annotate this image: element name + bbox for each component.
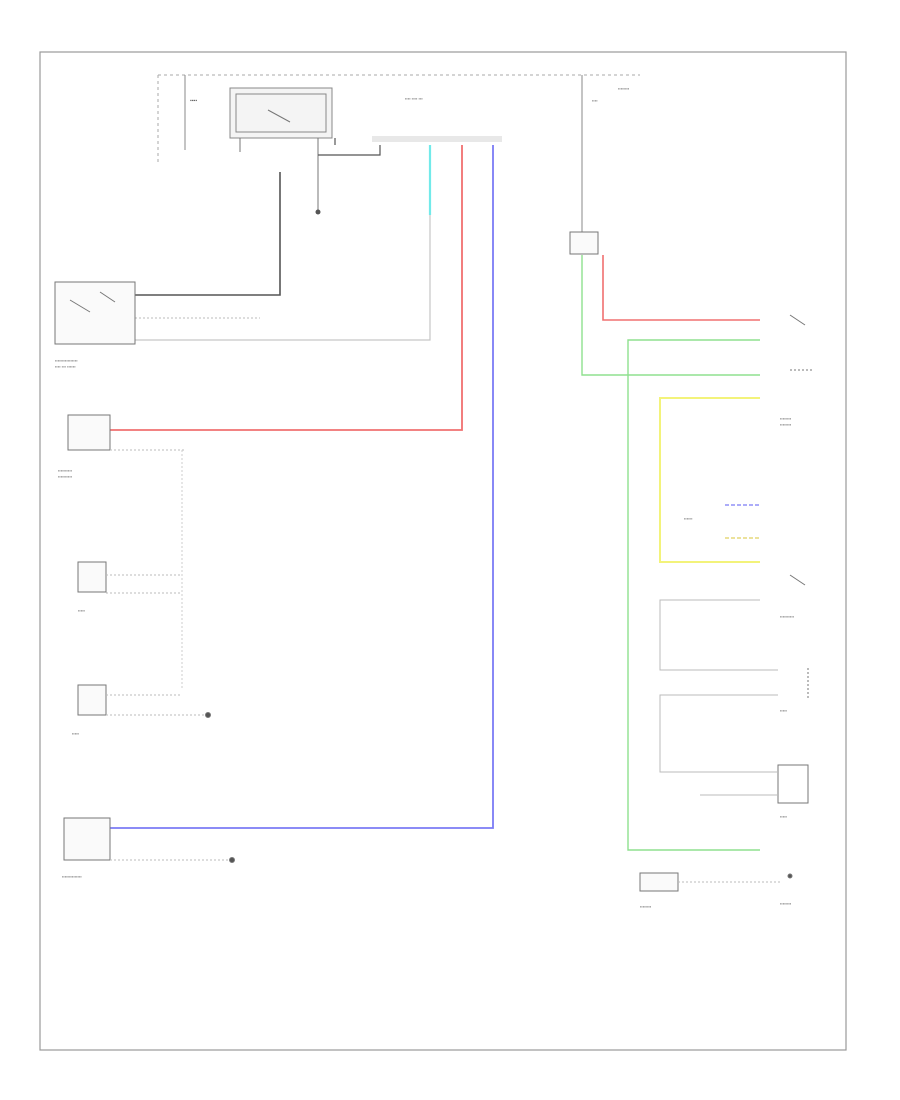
fuse-left-label: ▪▪▪▪ xyxy=(190,98,197,104)
red-wire-left xyxy=(110,145,463,431)
left-component-3 xyxy=(77,561,182,594)
left-component-4 xyxy=(77,684,211,718)
blue-wire xyxy=(110,145,494,829)
svg-text:▪▪▪▪▪▪: ▪▪▪▪▪▪ xyxy=(684,516,693,521)
svg-text:▪▪▪▪ ▪▪▪▪ ▪▪▪: ▪▪▪▪ ▪▪▪▪ ▪▪▪ xyxy=(405,96,423,101)
black-wire-left xyxy=(135,172,281,296)
left-switch-top xyxy=(54,281,136,345)
svg-text:▪▪▪▪▪▪▪▪: ▪▪▪▪▪▪▪▪ xyxy=(618,86,630,91)
svg-text:▪▪▪▪▪: ▪▪▪▪▪ xyxy=(78,608,86,613)
svg-text:▪▪▪▪▪▪▪▪: ▪▪▪▪▪▪▪▪ xyxy=(780,901,792,906)
gray-wires-right xyxy=(659,599,778,796)
svg-text:▪▪▪▪▪▪▪▪▪▪: ▪▪▪▪▪▪▪▪▪▪ xyxy=(780,614,795,619)
top-dashed-bus xyxy=(157,74,640,165)
svg-text:▪▪▪▪▪▪▪▪: ▪▪▪▪▪▪▪▪ xyxy=(780,422,792,427)
bottom-right-component xyxy=(639,872,793,892)
connector-row: ▪▪▪▪ ▪▪▪▪ ▪▪▪ xyxy=(372,96,502,142)
green-wire-right-b xyxy=(627,339,760,851)
svg-text:▪▪▪▪▪▪▪▪▪▪: ▪▪▪▪▪▪▪▪▪▪ xyxy=(58,474,73,479)
yellow-wire xyxy=(659,397,760,563)
svg-text:▪▪▪▪▪▪▪▪▪▪▪▪▪▪: ▪▪▪▪▪▪▪▪▪▪▪▪▪▪ xyxy=(62,874,82,879)
svg-text:▪▪▪▪ ▪▪▪ ▪▪▪▪▪▪: ▪▪▪▪ ▪▪▪ ▪▪▪▪▪▪ xyxy=(55,364,76,369)
left-switch-top-label: ▪▪▪▪▪▪▪▪▪▪▪▪▪▪▪▪ xyxy=(55,358,78,363)
svg-text:▪▪▪▪▪: ▪▪▪▪▪ xyxy=(72,731,80,736)
left-component-2 xyxy=(67,414,185,690)
relay-box xyxy=(229,87,333,210)
svg-text:▪▪▪▪▪▪▪▪: ▪▪▪▪▪▪▪▪ xyxy=(780,416,792,421)
diagram-frame xyxy=(39,51,847,1051)
left-component-5 xyxy=(63,817,235,863)
svg-text:▪▪▪▪▪: ▪▪▪▪▪ xyxy=(780,708,788,713)
gray-wire-left xyxy=(135,215,431,341)
svg-text:▪▪▪▪▪: ▪▪▪▪▪ xyxy=(780,814,788,819)
black-wire-relay-bus xyxy=(318,138,381,156)
svg-text:▪▪▪▪▪▪▪▪: ▪▪▪▪▪▪▪▪ xyxy=(640,904,652,909)
junction-dot-relay xyxy=(315,209,321,215)
right-switches xyxy=(777,314,812,804)
svg-text:▪▪▪▪: ▪▪▪▪ xyxy=(592,98,598,103)
right-relay xyxy=(569,231,599,255)
green-wire-right-a xyxy=(581,255,760,376)
svg-text:▪▪▪▪▪▪▪▪▪▪: ▪▪▪▪▪▪▪▪▪▪ xyxy=(58,468,73,473)
red-wire-right xyxy=(602,255,760,321)
